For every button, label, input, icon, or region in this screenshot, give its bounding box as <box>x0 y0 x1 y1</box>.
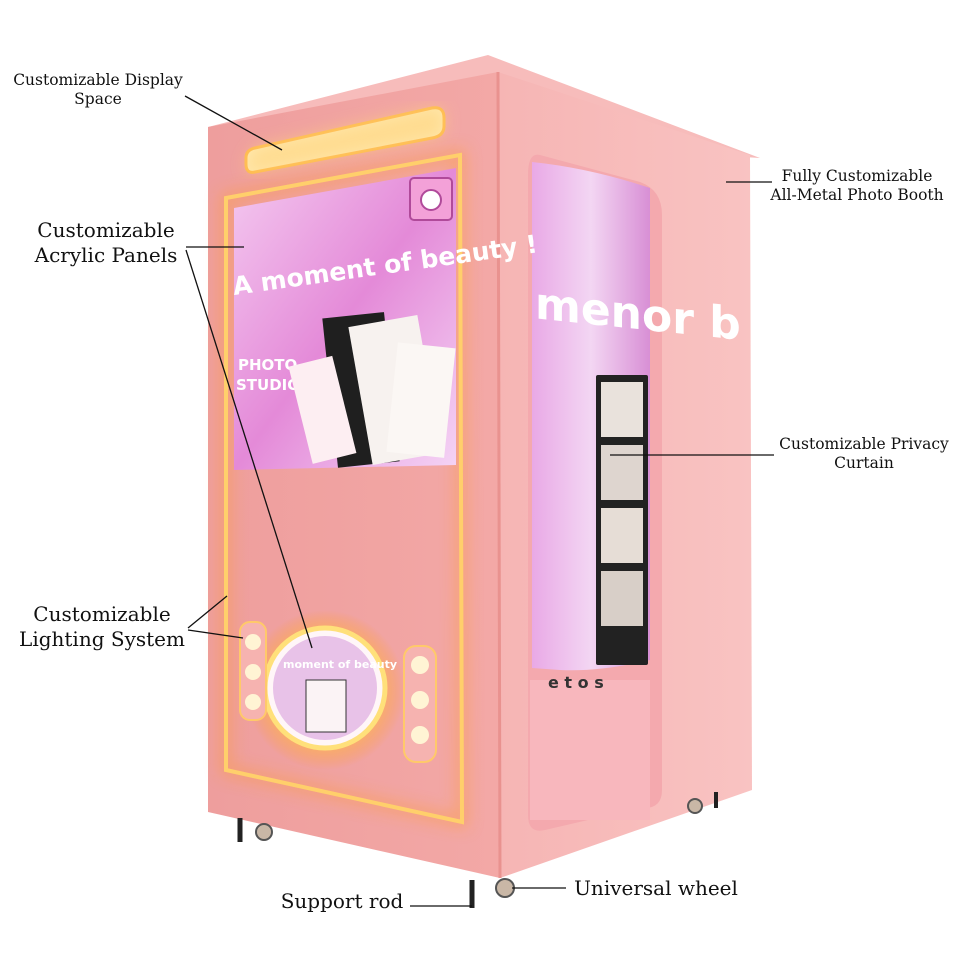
callout-lighting-system: Customizable Lighting System <box>14 602 190 652</box>
display-light-glow <box>246 107 444 173</box>
callout-universal-wheel: Universal wheel <box>566 876 746 901</box>
callout-lighting-system-line2: Lighting System <box>19 627 185 651</box>
curtain-photo-1 <box>601 382 643 437</box>
universal-wheel-left <box>255 823 273 841</box>
poster-studio-line1: PHOTO <box>238 356 297 374</box>
universal-wheel-back <box>687 798 703 814</box>
poster-camera-lens <box>420 189 442 211</box>
callout-acrylic-panels: Customizable Acrylic Panels <box>28 218 184 268</box>
left-light-cluster <box>239 621 267 721</box>
poster-photo-card-3 <box>386 342 456 458</box>
booth-interior-floor <box>530 680 650 820</box>
curtain-photo-2 <box>601 445 643 500</box>
callout-acrylic-panels-line1: Customizable <box>37 218 175 242</box>
leader-lines <box>184 95 774 907</box>
callout-privacy-curtain: Customizable Privacy Curtain <box>774 435 954 474</box>
callout-privacy-curtain-line2: Curtain <box>834 454 894 473</box>
leader-display-space <box>184 95 283 151</box>
callout-privacy-curtain-line1: Customizable Privacy <box>779 435 949 453</box>
poster-studio-line2: STUDIO <box>236 376 300 394</box>
leader-lighting-2 <box>187 629 244 639</box>
leader-acrylic-panels-2 <box>185 249 313 649</box>
callout-support-rod: Support rod <box>272 889 412 914</box>
right-light-cluster <box>403 645 437 763</box>
booth-front-edge <box>496 71 502 879</box>
poster-photo-card-4 <box>288 355 357 464</box>
universal-wheel-front <box>495 878 515 898</box>
round-badge-text: moment of beauty <box>283 658 397 671</box>
callout-universal-wheel-text: Universal wheel <box>574 876 738 900</box>
callout-all-metal-booth: Fully Customizable All-Metal Photo Booth <box>760 167 954 206</box>
callout-lighting-system-line1: Customizable <box>33 602 171 626</box>
curtain-bottom-text: e t o s <box>548 673 604 692</box>
curtain-photo-3 <box>601 508 643 563</box>
callout-all-metal-booth-line2: All-Metal Photo Booth <box>770 186 944 205</box>
callout-support-rod-text: Support rod <box>280 889 404 913</box>
leader-lighting-1 <box>187 595 228 629</box>
callout-all-metal-booth-line1: Fully Customizable <box>781 167 933 185</box>
curtain-photo-4 <box>601 571 643 626</box>
callout-display-space-line2: Space <box>74 90 122 109</box>
callout-display-space-line1: Customizable Display <box>13 71 183 89</box>
round-badge-photo <box>305 679 347 733</box>
callout-display-space: Customizable Display Space <box>6 71 190 110</box>
neon-frame <box>224 152 465 825</box>
callout-acrylic-panels-line2: Acrylic Panels <box>34 243 178 267</box>
